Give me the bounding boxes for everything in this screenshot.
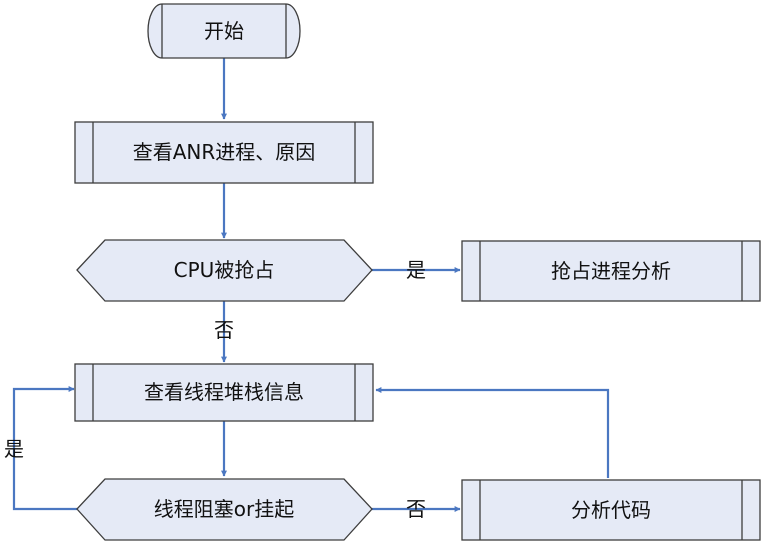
preempt-analysis-node-label: 抢占进程分析 bbox=[551, 259, 671, 283]
edge-label-block-yes: 是 bbox=[4, 437, 24, 461]
analyze-code-node-label: 分析代码 bbox=[571, 498, 651, 522]
start-node-label: 开始 bbox=[204, 19, 244, 43]
edge-label-cpu-yes: 是 bbox=[406, 258, 426, 282]
block-check-node: 线程阻塞or挂起 bbox=[76, 478, 373, 541]
edge-label-block-no: 否 bbox=[406, 497, 426, 521]
connector-analyze-code-loop bbox=[375, 387, 610, 478]
connectors bbox=[12, 58, 610, 512]
edge-label-cpu-no: 否 bbox=[214, 318, 234, 342]
start-node: 开始 bbox=[147, 3, 301, 59]
view-stack-node-label: 查看线程堆栈信息 bbox=[144, 380, 304, 404]
cpu-check-node-label: CPU被抢占 bbox=[174, 258, 275, 282]
cpu-check-node: CPU被抢占 bbox=[76, 239, 373, 302]
view-stack-node: 查看线程堆栈信息 bbox=[74, 363, 374, 422]
block-check-node-label: 线程阻塞or挂起 bbox=[154, 497, 294, 521]
connector-block-check-yes-loop bbox=[12, 386, 77, 511]
view-anr-node: 查看ANR进程、原因 bbox=[74, 121, 374, 184]
view-anr-node-label: 查看ANR进程、原因 bbox=[133, 140, 316, 164]
preempt-analysis-node: 抢占进程分析 bbox=[461, 240, 761, 302]
analyze-code-node: 分析代码 bbox=[461, 479, 761, 541]
